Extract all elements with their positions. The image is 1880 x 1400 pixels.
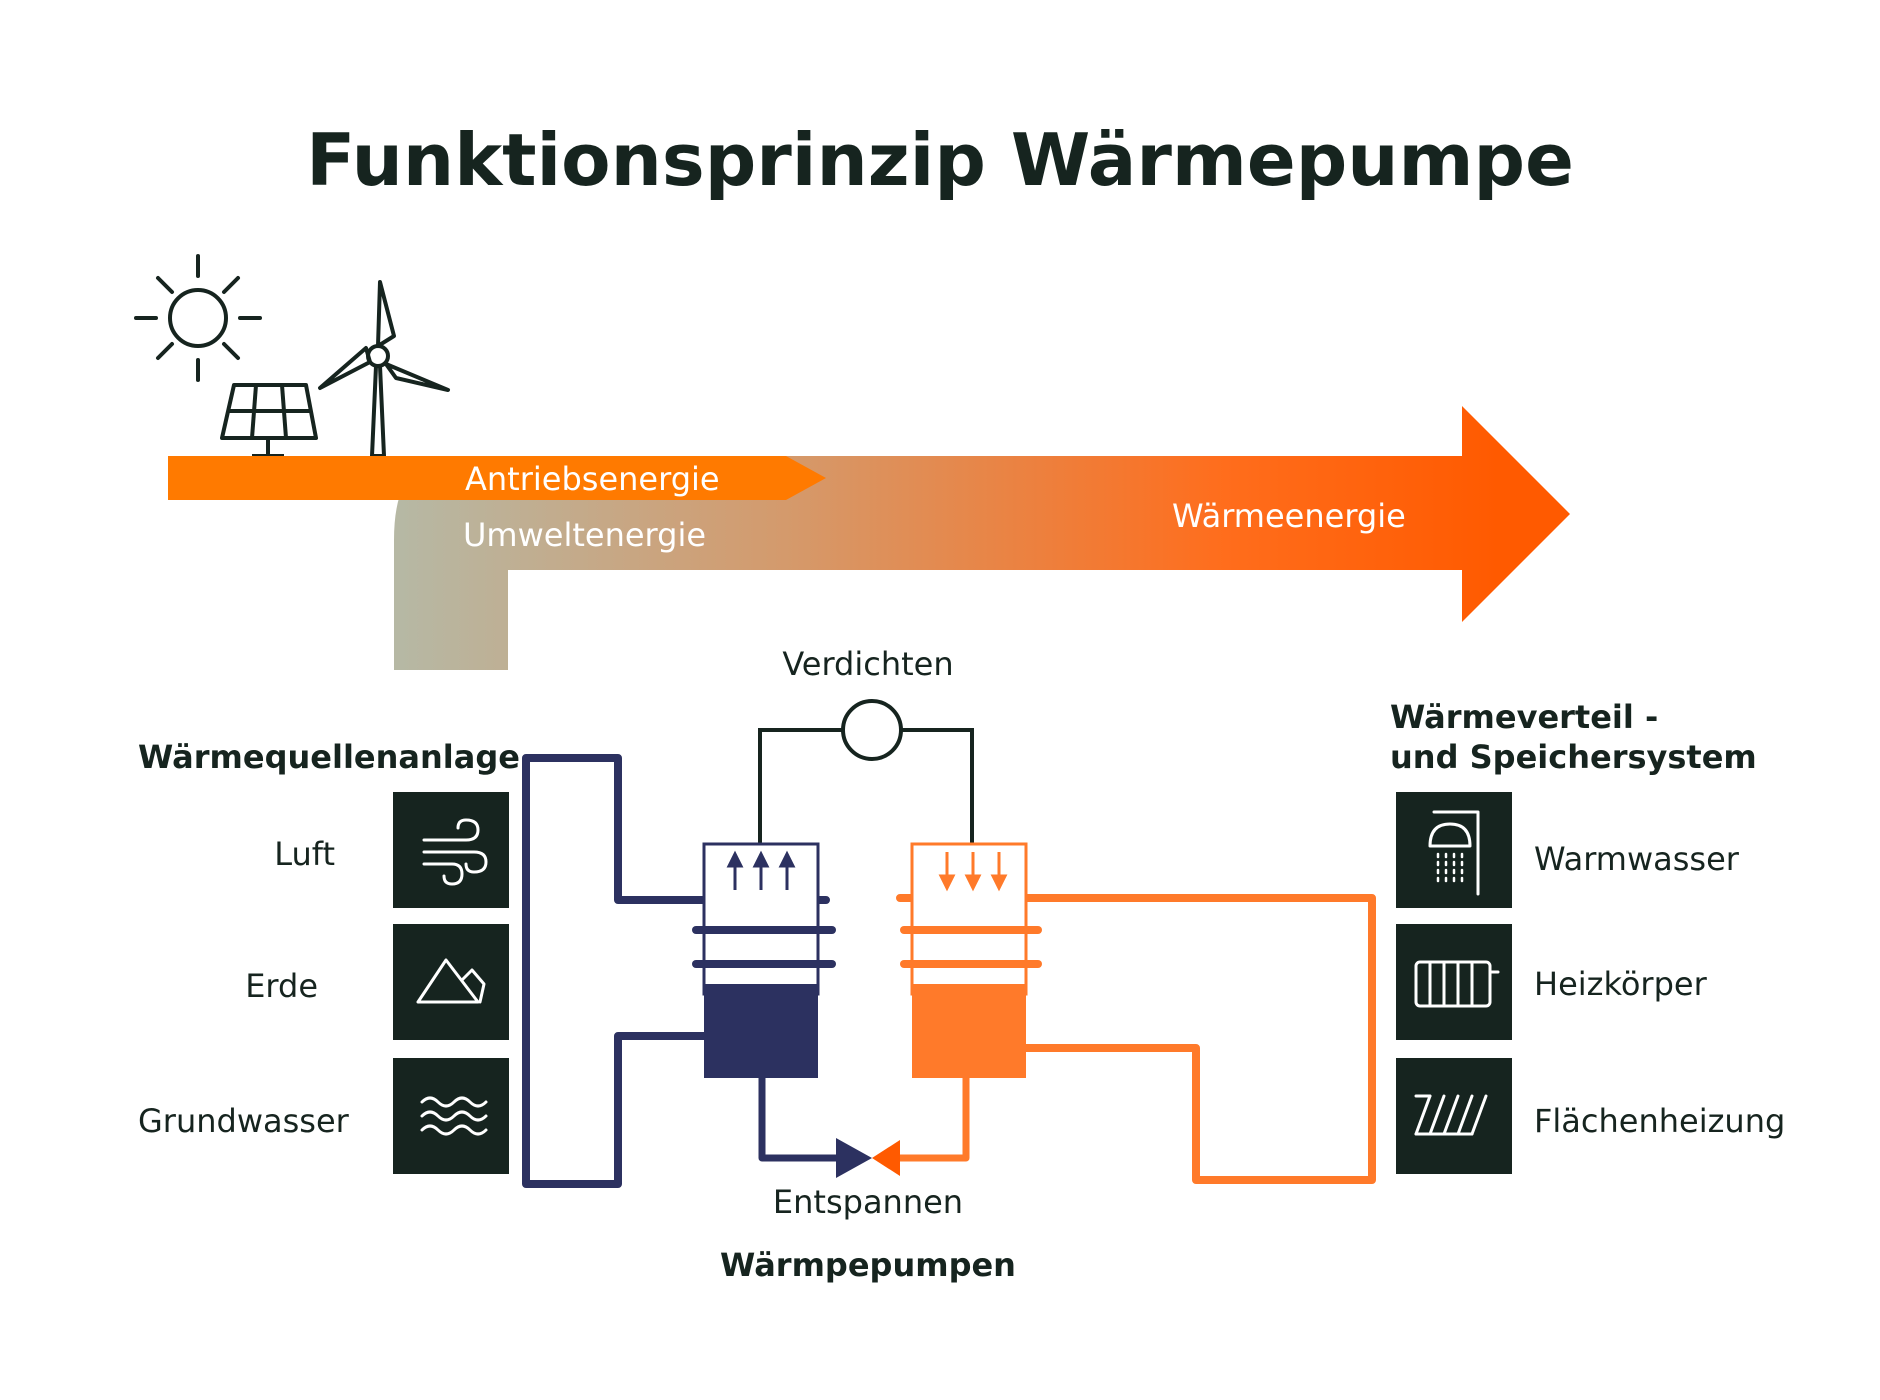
source-label-groundwater: Grundwasser bbox=[138, 1102, 350, 1140]
heat-energy-label: Wärmeenergie bbox=[1172, 497, 1406, 535]
wind-turbine-icon bbox=[318, 280, 450, 458]
distribution-label-hot-water: Warmwasser bbox=[1534, 840, 1740, 878]
condenser bbox=[900, 842, 1042, 1078]
waves-icon bbox=[420, 1096, 488, 1136]
radiator-icon bbox=[1414, 960, 1500, 1008]
distribution-heading-line2: und Speichersystem bbox=[1390, 738, 1757, 776]
shower-icon bbox=[1428, 810, 1480, 896]
heat-source-heading: Wärmequellenanlage bbox=[138, 738, 520, 776]
wind-icon bbox=[422, 818, 488, 886]
compressor-icon bbox=[841, 699, 903, 761]
expansion-line-cold bbox=[758, 1078, 838, 1162]
distribution-label-floor-heating: Flächenheizung bbox=[1534, 1102, 1785, 1140]
compressor-line-right bbox=[898, 728, 974, 844]
source-tile-earth bbox=[393, 924, 509, 1040]
source-label-earth: Erde bbox=[245, 967, 318, 1005]
up-arrows-icon bbox=[726, 850, 796, 890]
expansion-valve-hot-icon bbox=[872, 1140, 900, 1176]
distribution-tile-radiator bbox=[1396, 924, 1512, 1040]
environment-energy-label: Umweltenergie bbox=[463, 516, 706, 554]
source-label-air: Luft bbox=[274, 835, 335, 873]
distribution-tile-hot-water bbox=[1396, 792, 1512, 908]
down-arrows-icon bbox=[938, 852, 1008, 892]
source-loop-pipe bbox=[522, 754, 830, 1188]
distribution-loop-pipe bbox=[896, 894, 1376, 1184]
distribution-tile-floor-heating bbox=[1396, 1058, 1512, 1174]
floor-heating-icon bbox=[1414, 1094, 1488, 1136]
drive-energy-arrow bbox=[168, 456, 826, 500]
expansion-line-hot bbox=[896, 1078, 970, 1162]
heat-pump-heading: Wärmpepumpen bbox=[720, 1246, 1016, 1284]
distribution-label-radiator: Heizkörper bbox=[1534, 965, 1708, 1003]
expand-label: Entspannen bbox=[773, 1183, 963, 1221]
compress-label: Verdichten bbox=[782, 645, 953, 683]
compressor-line-left bbox=[758, 728, 846, 844]
distribution-heading-line1: Wärmeverteil - bbox=[1390, 698, 1658, 736]
source-tile-groundwater bbox=[393, 1058, 509, 1174]
sun-icon bbox=[134, 254, 262, 382]
expansion-valve-cold-icon bbox=[836, 1138, 872, 1178]
evaporator bbox=[692, 842, 836, 1078]
drive-energy-label: Antriebsenergie bbox=[465, 460, 720, 498]
mountain-icon bbox=[416, 958, 486, 1004]
source-tile-air bbox=[393, 792, 509, 908]
page-title: Funktionsprinzip Wärmepumpe bbox=[306, 118, 1574, 202]
solar-panel-icon bbox=[220, 383, 318, 458]
